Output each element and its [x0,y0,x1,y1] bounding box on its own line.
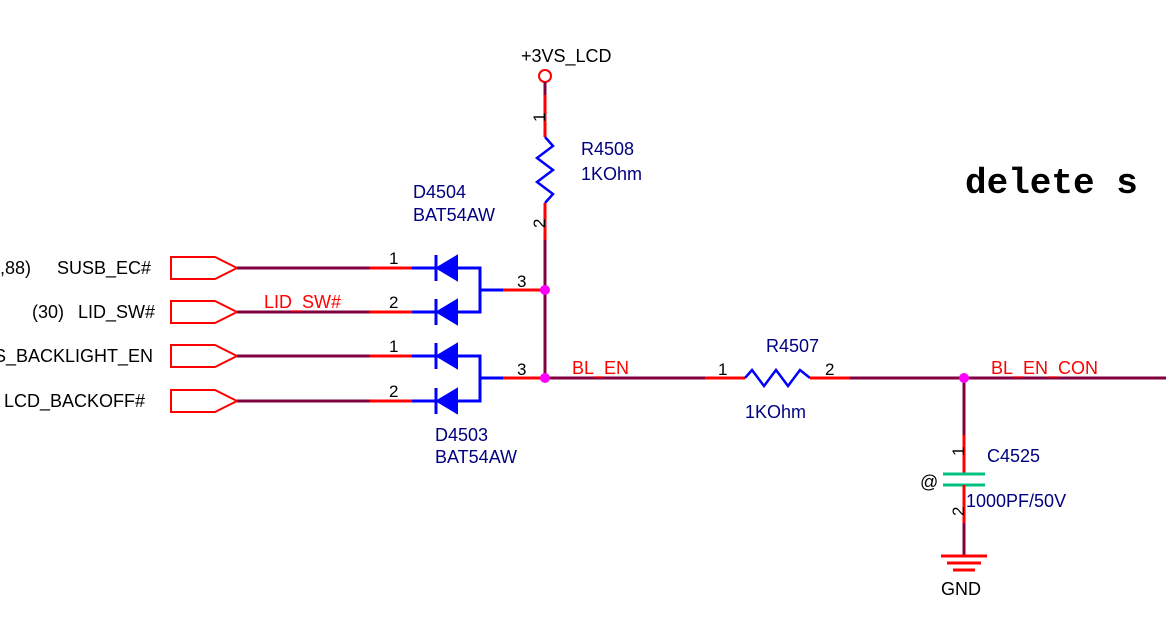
d4503-pin2-number: 2 [389,382,398,401]
junction-dot-upper [540,285,550,295]
r4508-ref: R4508 [581,139,634,159]
r4508-zigzag [534,136,556,204]
port-backlight-en-shape [170,344,240,368]
d4503-value: BAT54AW [435,447,517,467]
port-susb-ec-name: SUSB_EC# [57,258,151,279]
r4507-pin1-number: 1 [718,360,727,379]
c4525-pin2-number: 2 [949,507,968,516]
port-susb-ec-shape [170,256,240,280]
r4507-zigzag [744,367,811,389]
junction-dot-bl-en-con [959,373,969,383]
c4525-value: 1000PF/50V [966,491,1066,511]
port-backlight-en-name: S_BACKLIGHT_EN [0,346,153,367]
r4507-value: 1KOhm [745,402,806,422]
port-lid-sw: (30) LID_SW# [32,300,240,324]
port-susb-ec: ,88) SUSB_EC# [0,256,240,280]
d4503-triangle-a [435,342,458,370]
c4525-ref: C4525 [987,446,1040,466]
port-lid-sw-prefix: (30) [32,302,64,322]
power-symbol: +3VS_LCD [521,46,612,95]
port-lid-sw-shape [170,300,240,324]
d4504-pin2-number: 2 [389,293,398,312]
r4508-pin2-number: 2 [530,219,549,228]
junction-dot-bl-en [540,373,550,383]
port-susb-ec-prefix: ,88) [0,258,31,278]
d4503-common-bus [457,354,482,403]
ground-label: GND [941,579,981,599]
d4504-ref: D4504 [413,182,466,202]
d4504-pin1-number: 1 [389,249,398,268]
diode-d4504: D4504 BAT54AW 1 2 3 [370,182,545,326]
d4504-triangle-b [435,298,458,326]
r4507-ref: R4507 [766,336,819,356]
net-label-bl-en: BL_EN [572,358,629,379]
ground-symbol: GND [941,554,987,599]
port-lcd-backoff: LCD_BACKOFF# [4,389,240,413]
c4525-marker: @ [920,472,938,492]
port-lid-sw-name: LID_SW# [78,302,155,323]
resistor-r4507: 1 2 R4507 1KOhm [705,336,850,422]
diode-d4503: D4503 BAT54AW 1 2 3 [370,337,545,467]
delete-note: delete s [965,163,1138,204]
d4503-pin3-number: 3 [517,360,526,379]
net-label-lid-sw: LID_SW# [264,292,341,313]
d4503-pin1-number: 1 [389,337,398,356]
c4525-pin1-number: 1 [949,447,968,456]
port-lcd-backoff-name: LCD_BACKOFF# [4,391,145,412]
r4508-pin1-number: 1 [530,113,549,122]
port-backlight-en: S_BACKLIGHT_EN [0,344,240,368]
d4504-common-bus [457,266,482,314]
d4504-pin3-number: 3 [517,272,526,291]
power-label: +3VS_LCD [521,46,612,67]
r4508-value: 1KOhm [581,164,642,184]
r4507-pin2-number: 2 [825,360,834,379]
port-lcd-backoff-shape [170,389,240,413]
net-label-bl-en-con: BL_EN_CON [991,358,1098,379]
resistor-r4508: 1 2 R4508 1KOhm [530,95,642,240]
power-connector-circle [538,69,552,83]
d4504-value: BAT54AW [413,205,495,225]
d4503-ref: D4503 [435,425,488,445]
d4503-triangle-b [435,387,458,415]
d4504-triangle-a [435,254,458,282]
capacitor-c4525: 1 2 C4525 1000PF/50V @ [920,378,1066,555]
